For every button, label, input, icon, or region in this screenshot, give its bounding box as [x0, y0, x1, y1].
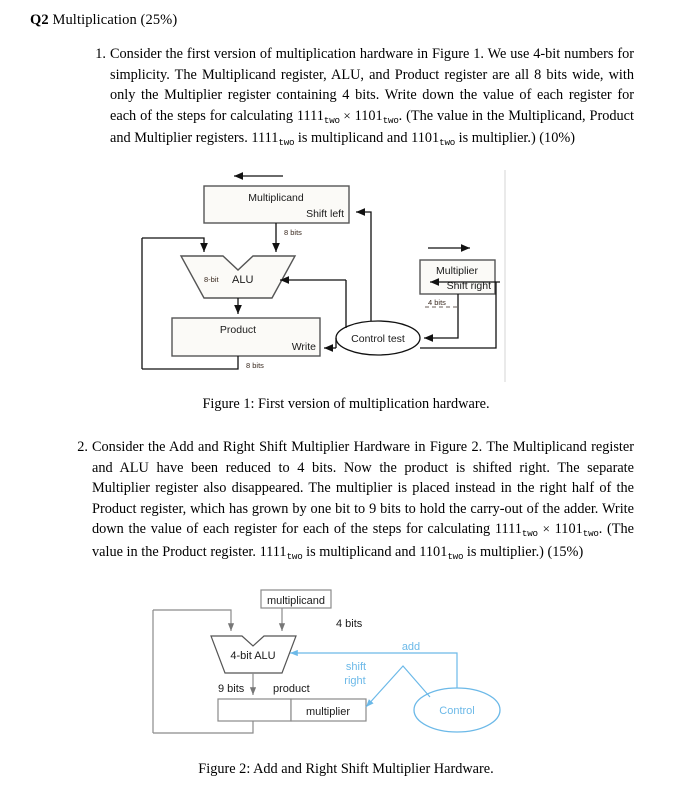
right-signal-label: right [344, 675, 365, 687]
figure-1-diagram: Multiplicand Shift left 8 bits 8-bit ALU… [128, 170, 512, 385]
figure-2-diagram: multiplicand 4 bits 4-bit ALU 9 bits pro… [140, 585, 530, 745]
list-item-text: is multiplicand and [302, 543, 420, 560]
operand-value: 1111 [259, 543, 287, 560]
multiplicand-box-label: multiplicand [267, 595, 325, 607]
operand-value: 1101 [354, 107, 383, 124]
list-item-text: Consider the first version of multiplica… [110, 46, 634, 124]
operand-subscript: two [582, 528, 599, 539]
figure-1-caption: Figure 1: First version of multiplicatio… [202, 396, 490, 412]
multiplier-box-title: Multiplier [436, 265, 479, 277]
control-label: Control [439, 705, 474, 717]
operand-subscript: two [521, 528, 538, 539]
list-item-text: . (The value in the Product register. [92, 521, 634, 560]
alu-label: ALU [232, 274, 253, 286]
product-bits-label: 8 bits [246, 361, 264, 370]
multiplier-box-action: Shift right [447, 280, 491, 292]
product-register-box [217, 698, 292, 722]
operand-value: 1111 [296, 107, 324, 124]
operand-subscript: two [447, 550, 464, 562]
list-item-number: 2. [77, 439, 88, 455]
control-test-label: Control test [351, 333, 405, 345]
multiplicand-box [260, 589, 332, 609]
list-item-text: is multiplicand and [294, 130, 412, 146]
operand-subscript: two [382, 114, 399, 126]
list-item: 1.Consider the first version of multipli… [95, 44, 634, 151]
list-item-text: is multiplier.) (10%) [455, 130, 576, 146]
multiplicand-bits-label: 8 bits [284, 228, 302, 237]
operand-value: 1111 [494, 521, 522, 537]
multiplicand-box-action: Shift left [306, 208, 344, 220]
multiplier-register-box [290, 698, 367, 722]
operand-subscript: two [278, 137, 295, 148]
alu-label: 4-bit ALU [230, 650, 275, 662]
question-title: Multiplication (25%) [52, 12, 178, 28]
multiplier-label: multiplier [306, 706, 350, 718]
product-bits-label: 9 bits [218, 683, 245, 695]
operand-value: 1101 [411, 130, 440, 146]
add-signal-label: add [402, 641, 420, 653]
operand-value: 1111 [251, 130, 279, 146]
figure-2-caption: Figure 2: Add and Right Shift Multiplier… [198, 761, 494, 777]
list-item: 2.Consider the Add and Right Shift Multi… [77, 437, 634, 564]
shift-signal-label: shift [346, 661, 366, 673]
multiplication-sign: × [542, 521, 550, 536]
operand-subscript: two [323, 114, 340, 126]
operand-value: 1101 [554, 521, 583, 537]
operand-value: 1101 [419, 543, 448, 560]
list-item-text: Consider the Add and Right Shift Multipl… [92, 439, 634, 537]
alu-width-label: 8-bit [204, 275, 220, 284]
operand-subscript: two [439, 137, 456, 148]
product-label: product [273, 683, 310, 695]
multiplier-bits-label: 4 bits [428, 298, 446, 307]
question-label: Q2 [30, 12, 49, 28]
alu-shape [210, 635, 297, 674]
list-item-text: is multiplier.) (15%) [463, 543, 584, 560]
product-box-action: Write [292, 341, 316, 353]
multiplicand-bits-label: 4 bits [336, 618, 363, 630]
operand-subscript: two [286, 550, 303, 562]
page-title: Q2 Multiplication (25%) [30, 12, 177, 29]
list-item-number: 1. [95, 46, 106, 62]
multiplication-sign: × [343, 107, 351, 123]
list-item-text: . (The value in the Multiplicand, Produc… [110, 107, 634, 147]
multiplicand-box-title: Multiplicand [248, 192, 304, 204]
product-box-title: Product [220, 324, 256, 336]
